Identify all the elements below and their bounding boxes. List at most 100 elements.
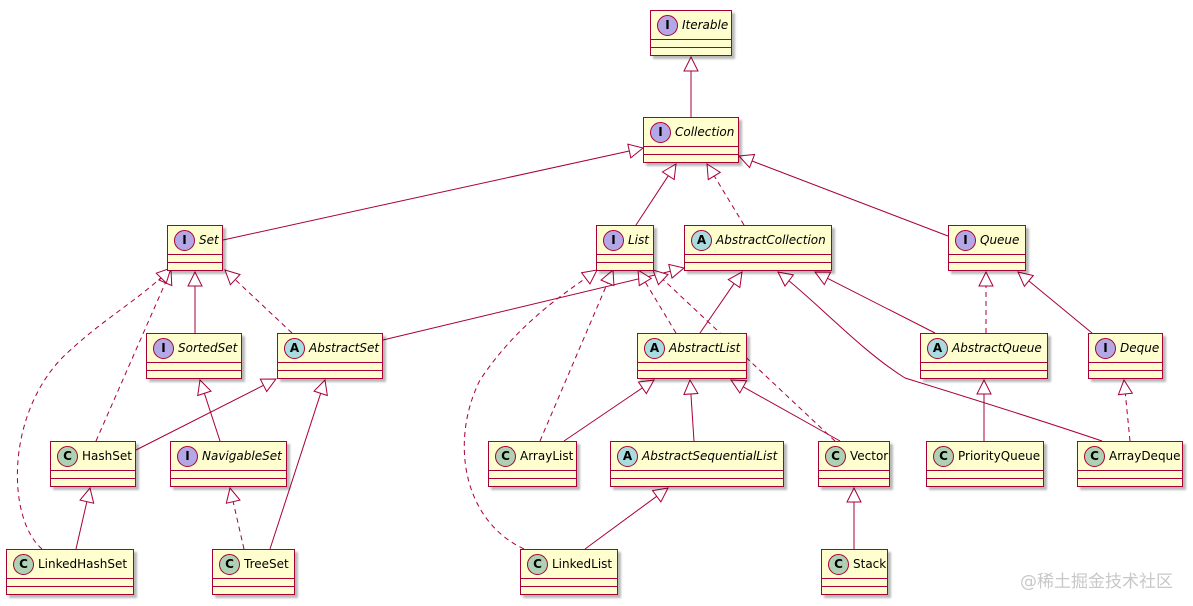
edge-vector-to-list xyxy=(662,279,836,442)
class-icon: C xyxy=(527,553,548,575)
edge-queue-to-collection xyxy=(751,160,949,237)
class-icon: C xyxy=(1084,445,1105,467)
node-label: Iterable xyxy=(682,18,729,32)
class-icon: C xyxy=(825,445,846,467)
node-label: TreeSet xyxy=(244,557,289,571)
edge-linkedlist-to-list xyxy=(463,269,598,550)
node-label: Queue xyxy=(980,233,1020,247)
node-label: AbstractQueue xyxy=(952,341,1042,355)
edge-vector-to-abstractlist xyxy=(742,386,841,442)
edge-arraydeque-to-abstractcollection xyxy=(777,271,1103,442)
inheritance-arrowhead xyxy=(637,379,655,395)
node-label: Deque xyxy=(1120,341,1160,355)
inheritance-arrowhead xyxy=(730,379,748,394)
abstract-class-icon: A xyxy=(691,229,712,251)
edge-abstractset-to-set xyxy=(234,279,293,334)
node-abstractlist[interactable]: A AbstractList xyxy=(637,333,747,379)
class-icon: C xyxy=(828,553,849,575)
edge-abstractsequentiallist-to-abstractlist xyxy=(690,393,695,442)
class-icon: C xyxy=(495,445,516,467)
node-label: AbstractList xyxy=(669,341,741,355)
inheritance-arrowhead xyxy=(652,269,669,286)
edge-list-to-collection xyxy=(635,175,669,226)
watermark: @稀土掘金技术社区 xyxy=(1020,572,1173,592)
inheritance-arrowhead xyxy=(637,269,653,287)
edge-linkedlist-to-abstractsequentiallist xyxy=(584,495,658,550)
inheritance-arrowhead xyxy=(580,269,598,285)
node-label: AbstractSequentialList xyxy=(642,449,778,463)
inheritance-arrowhead xyxy=(846,486,862,503)
interface-icon: I xyxy=(153,337,174,359)
node-stack[interactable]: C Stack xyxy=(821,549,888,595)
inheritance-arrowhead xyxy=(197,378,212,397)
inheritance-arrowhead xyxy=(683,55,699,72)
node-collection[interactable]: I Collection xyxy=(643,117,739,163)
node-queue[interactable]: I Queue xyxy=(948,225,1026,271)
node-label: ArrayList xyxy=(520,449,574,463)
inheritance-arrowhead xyxy=(600,268,615,287)
interface-icon: I xyxy=(955,229,976,251)
edge-treeset-to-navigableset xyxy=(232,501,245,550)
node-treeset[interactable]: C TreeSet xyxy=(212,549,295,595)
edge-deque-to-queue xyxy=(1028,280,1093,334)
interface-icon: I xyxy=(1095,337,1116,359)
inheritance-arrowhead xyxy=(706,163,722,181)
edge-abstractlist-to-list xyxy=(644,281,677,334)
node-label: PriorityQueue xyxy=(958,449,1041,463)
node-label: HashSet xyxy=(82,449,132,463)
inheritance-arrowhead xyxy=(1017,271,1035,288)
edge-abstractlist-to-abstractcollection xyxy=(699,283,735,334)
node-label: LinkedList xyxy=(552,557,613,571)
node-abstractsequentiallist[interactable]: A AbstractSequentialList xyxy=(610,441,784,487)
inheritance-arrowhead xyxy=(727,271,743,289)
node-set[interactable]: I Set xyxy=(167,225,223,271)
inheritance-arrowhead xyxy=(661,163,677,181)
node-label: LinkedHashSet xyxy=(38,557,128,571)
edge-linkedhashset-to-set xyxy=(16,267,172,550)
interface-icon: I xyxy=(177,445,198,467)
edge-abstractset-to-abstractcollection xyxy=(382,270,671,341)
abstract-class-icon: A xyxy=(644,337,665,359)
node-arraylist[interactable]: C ArrayList xyxy=(488,441,577,487)
edge-arraydeque-to-deque xyxy=(1124,393,1131,442)
node-label: Set xyxy=(199,233,219,247)
node-abstractcollection[interactable]: A AbstractCollection xyxy=(684,225,832,271)
node-deque[interactable]: I Deque xyxy=(1088,333,1163,379)
node-label: SortedSet xyxy=(178,341,238,355)
inheritance-arrowhead xyxy=(978,270,994,287)
edge-navigableset-to-sortedset xyxy=(203,393,221,442)
interface-icon: I xyxy=(650,121,671,143)
interface-icon: I xyxy=(174,229,195,251)
inheritance-arrowhead xyxy=(79,486,95,504)
node-label: Collection xyxy=(675,125,735,139)
inheritance-arrowhead xyxy=(187,270,203,287)
node-arraydeque[interactable]: C ArrayDeque xyxy=(1077,441,1183,487)
class-icon: C xyxy=(219,553,240,575)
inheritance-arrowhead xyxy=(683,378,699,395)
node-label: AbstractCollection xyxy=(716,233,826,247)
node-priorityqueue[interactable]: C PriorityQueue xyxy=(926,441,1044,487)
inheritance-arrowhead xyxy=(259,378,277,393)
class-icon: C xyxy=(933,445,954,467)
abstract-class-icon: A xyxy=(617,445,638,467)
node-label: AbstractSet xyxy=(309,341,380,355)
node-linkedlist[interactable]: C LinkedList xyxy=(520,549,618,595)
inheritance-arrowhead xyxy=(155,267,172,284)
inheritance-arrowhead xyxy=(777,271,795,287)
node-label: ArrayDeque xyxy=(1109,449,1181,463)
node-sortedset[interactable]: I SortedSet xyxy=(146,333,242,379)
edge-abstractqueue-to-abstractcollection xyxy=(827,277,936,334)
inheritance-arrowhead xyxy=(976,378,992,395)
node-label: Stack xyxy=(853,557,887,571)
inheritance-arrowhead xyxy=(627,143,645,159)
node-label: List xyxy=(628,233,649,247)
